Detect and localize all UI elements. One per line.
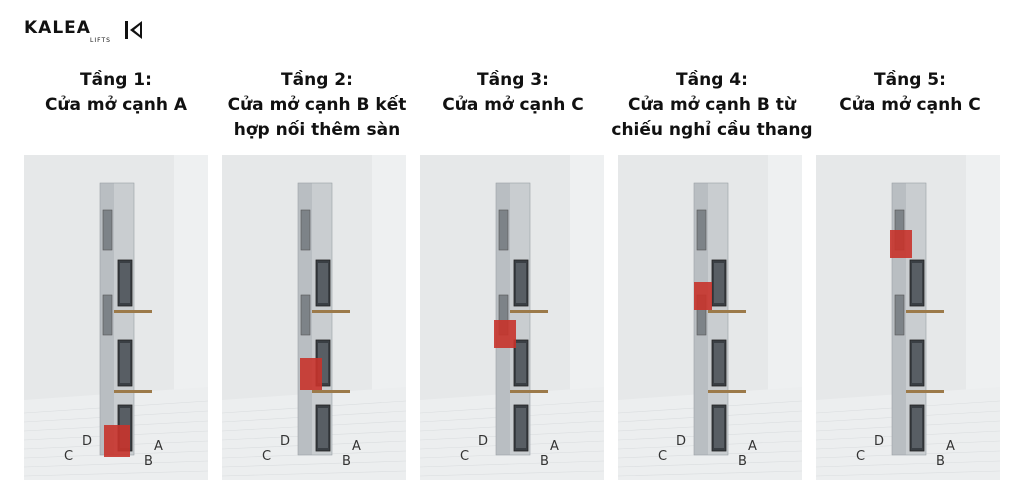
side-label-c: C — [856, 449, 865, 464]
side-label-b: B — [738, 454, 747, 469]
side-label-d: D — [676, 434, 686, 449]
floor-2-desc-line-2: hợp nối thêm sàn — [233, 120, 401, 140]
floor-5-desc-line-1: Cửa mở cạnh C — [839, 95, 981, 115]
highlighted-door — [890, 230, 912, 258]
side-label-a: A — [550, 439, 559, 454]
brand-sub: LIFTS — [90, 37, 111, 44]
floor-3-title: Tầng 3: Cửa mở cạnh C — [408, 68, 618, 118]
side-label-c: C — [262, 449, 271, 464]
floor-3-heading: Tầng 3: — [477, 70, 549, 90]
side-label-a: A — [748, 439, 757, 454]
floor-4-desc-line-2: chiếu nghỉ cầu thang — [611, 120, 813, 140]
floor-5-title: Tầng 5: Cửa mở cạnh C — [805, 68, 1015, 118]
floor-5-heading: Tầng 5: — [874, 70, 946, 90]
floor-2-desc-line-1: Cửa mở cạnh B kết — [227, 95, 407, 115]
k-arrow-logo-icon — [125, 21, 142, 39]
floor-4-desc-line-1: Cửa mở cạnh B từ — [627, 95, 797, 115]
lift-shaft-drawing: CD BA — [222, 155, 406, 480]
floor-4-heading: Tầng 4: — [676, 70, 748, 90]
floor-1-desc-line-1: Cửa mở cạnh A — [44, 95, 188, 115]
highlighted-door — [104, 425, 130, 457]
highlighted-door — [694, 282, 712, 310]
highlighted-door — [300, 358, 322, 390]
side-label-b: B — [540, 454, 549, 469]
lift-shaft-drawing: CD BA — [618, 155, 802, 480]
side-label-d: D — [478, 434, 488, 449]
lift-shaft-drawing: CD BA — [24, 155, 208, 480]
side-label-c: C — [658, 449, 667, 464]
floor-1-title: Tầng 1: Cửa mở cạnh A — [11, 68, 221, 118]
side-label-b: B — [936, 454, 945, 469]
floor-2-title: Tầng 2: Cửa mở cạnh B kết hợp nối thêm s… — [212, 68, 422, 143]
brand-logo: KALEA LIFTS — [24, 18, 154, 48]
side-label-d: D — [874, 434, 884, 449]
side-label-a: A — [154, 439, 163, 454]
side-label-a: A — [946, 439, 955, 454]
floor-1-heading: Tầng 1: — [80, 70, 152, 90]
floor-2-heading: Tầng 2: — [281, 70, 353, 90]
floor-3-desc-line-1: Cửa mở cạnh C — [442, 95, 584, 115]
side-label-b: B — [342, 454, 351, 469]
lift-shaft-drawing: CD BA — [420, 155, 604, 480]
side-label-d: D — [280, 434, 290, 449]
side-label-c: C — [460, 449, 469, 464]
lift-shaft-drawing: CD BA — [816, 155, 1000, 480]
side-label-d: D — [82, 434, 92, 449]
brand-name: KALEA — [24, 18, 91, 38]
side-label-b: B — [144, 454, 153, 469]
highlighted-door — [494, 320, 516, 348]
floor-4-title: Tầng 4: Cửa mở cạnh B từ chiếu nghỉ cầu … — [607, 68, 817, 143]
side-label-c: C — [64, 449, 73, 464]
side-label-a: A — [352, 439, 361, 454]
